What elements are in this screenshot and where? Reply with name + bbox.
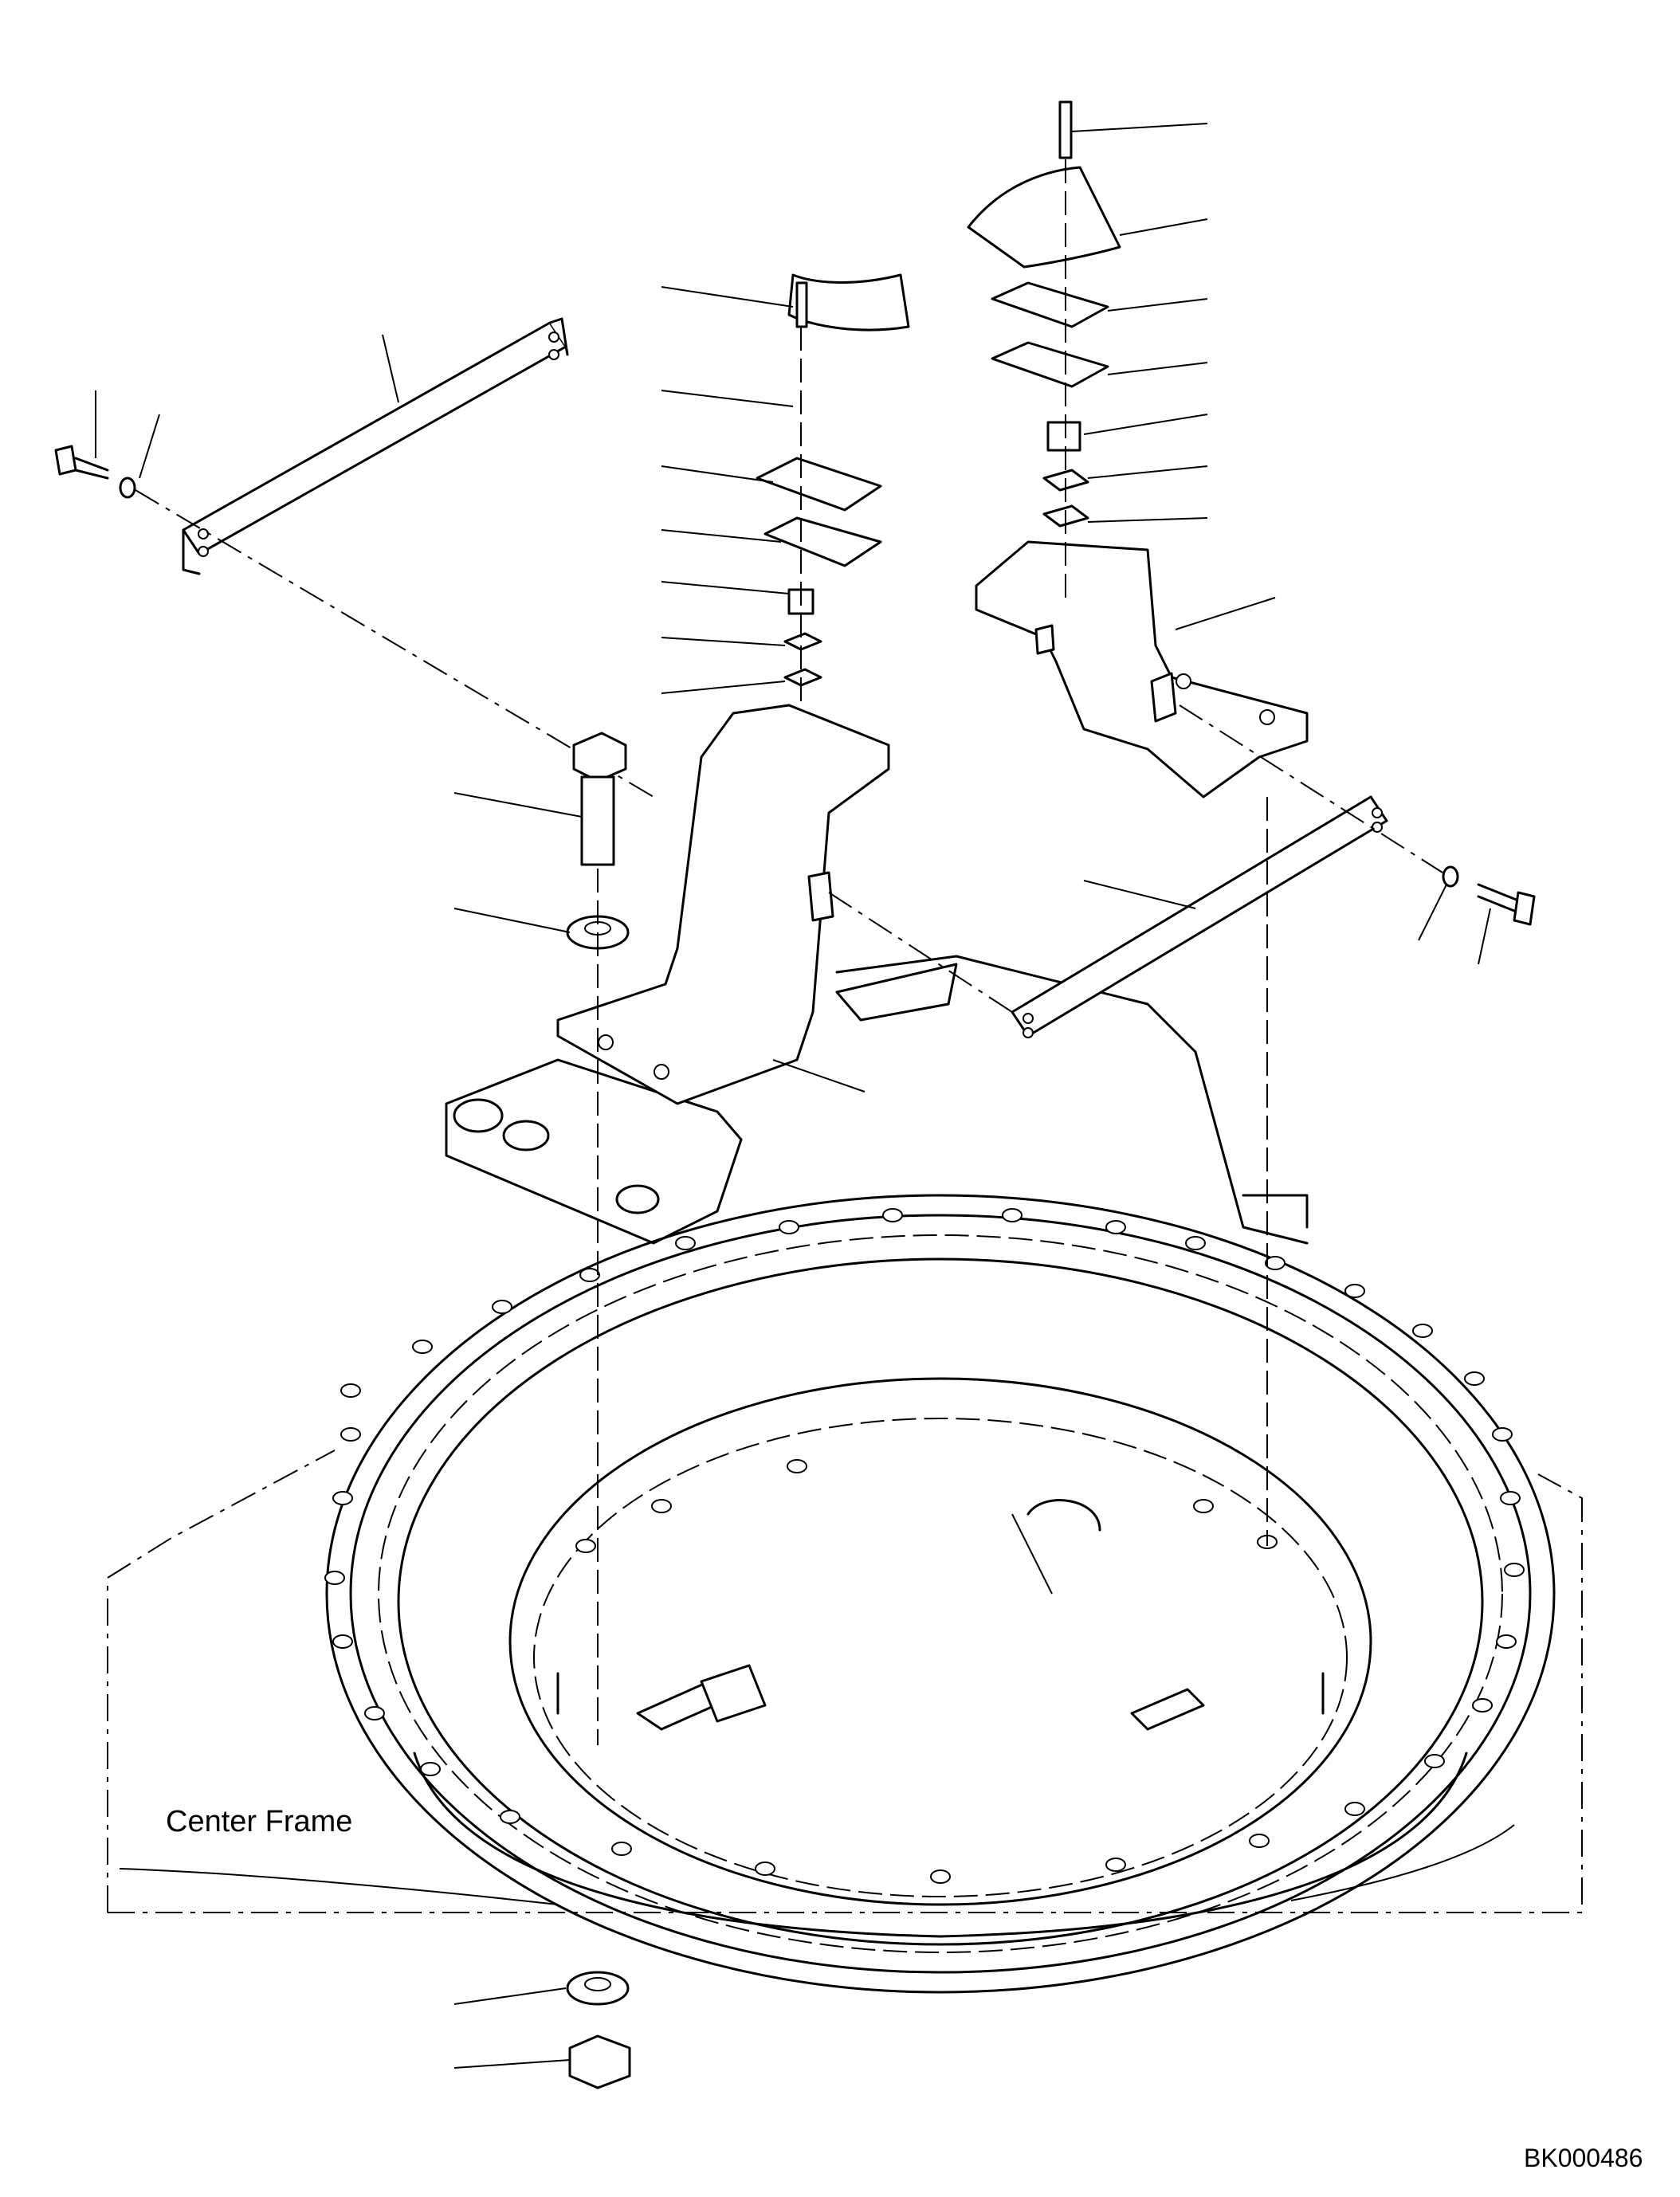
leader-lines: [95, 123, 1491, 2069]
left-bracket: [556, 704, 890, 1105]
ring-bolt-holes: [324, 1208, 1525, 1884]
right-tie-bar: [828, 795, 1388, 1038]
ring-assembly: [324, 1194, 1556, 1994]
left-bolt-set: [54, 445, 654, 798]
right-bracket: [975, 540, 1309, 798]
left-plate-stack: [756, 273, 910, 687]
right-plate-stack: [967, 100, 1121, 528]
reference-code: BK000486: [1524, 2144, 1643, 2172]
frame-mount-pad: [445, 955, 1309, 1245]
left-tie-bar: [182, 317, 569, 575]
right-bolt-set: [1179, 704, 1536, 926]
center-frame-label: Center Frame: [166, 1805, 353, 1838]
assembly-center-lines: [597, 159, 1268, 1745]
center-frame-outline: [107, 1450, 1583, 1913]
